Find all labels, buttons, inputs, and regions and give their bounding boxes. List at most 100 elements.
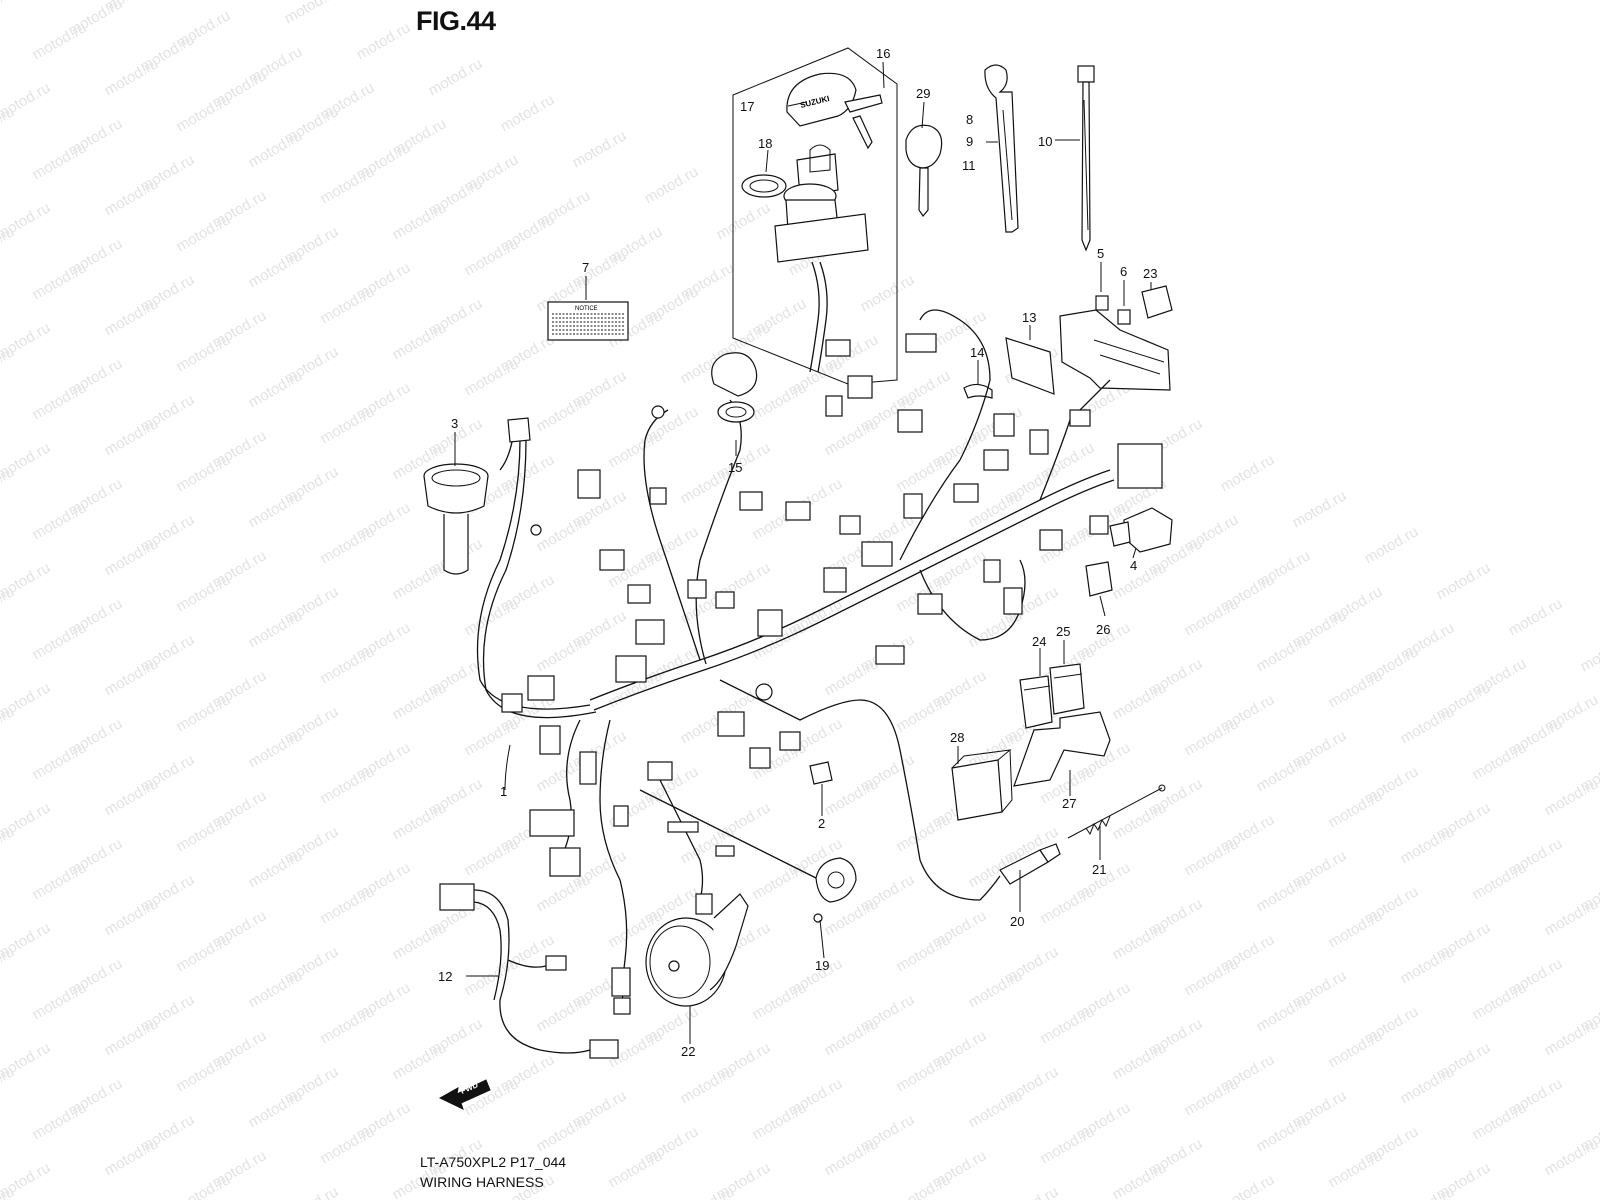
- watermark-text: motod.ru: [30, 1099, 90, 1143]
- part-2: [809, 761, 833, 785]
- callout-15: 15: [728, 460, 742, 475]
- callout-numbers: 1 2 3 4 5 6 7 8 9 10 11 12 13 14 15 16 1…: [438, 46, 1157, 1059]
- watermark-text: motod.ru: [174, 1171, 234, 1200]
- watermark-text: motod.ru: [1182, 715, 1242, 759]
- callout-18: 18: [758, 136, 772, 151]
- watermark-text: motod.ru: [102, 295, 162, 339]
- watermark-text: motod.ru: [1254, 1111, 1314, 1155]
- watermark-text: motod.ru: [786, 1195, 846, 1200]
- watermark-text: motod.ru: [1290, 487, 1350, 531]
- watermark-text: motod.ru: [894, 691, 954, 735]
- watermark-text: motod.ru: [1470, 979, 1530, 1023]
- watermark-text: motod.ru: [1110, 559, 1170, 603]
- spring-21: [1067, 784, 1166, 839]
- watermark-text: motod.ru: [1578, 631, 1600, 675]
- watermark-text: motod.ru: [318, 763, 378, 807]
- watermark-text: motod.ru: [102, 175, 162, 219]
- watermark-text: motod.ru: [714, 199, 774, 243]
- callout-12: 12: [438, 969, 452, 984]
- callout-27: 27: [1062, 796, 1076, 811]
- watermark-text: motod.ru: [1254, 631, 1314, 675]
- watermark-text: motod.ru: [1506, 1195, 1566, 1200]
- callout-24: 24: [1032, 634, 1046, 649]
- cap-4: [1109, 507, 1173, 553]
- callout-10: 10: [1038, 134, 1052, 149]
- callout-25: 25: [1056, 624, 1070, 639]
- switch-base: [774, 213, 869, 263]
- watermark-text: motod.ru: [1182, 835, 1242, 879]
- watermark-text: motod.ru: [1182, 1195, 1242, 1200]
- watermark-text: motod.ru: [318, 1123, 378, 1167]
- watermark-text: motod.ru: [318, 163, 378, 207]
- watermark-text: motod.ru: [1182, 955, 1242, 999]
- watermark-text: motod.ru: [1434, 559, 1494, 603]
- watermark-text: motod.ru: [822, 415, 882, 459]
- watermark-text: motod.ru: [390, 559, 450, 603]
- watermark-text: motod.ru: [822, 655, 882, 699]
- watermark-text: motod.ru: [318, 1003, 378, 1047]
- watermark-text: motod.ru: [30, 19, 90, 63]
- watermark-text: motod.ru: [1398, 943, 1458, 987]
- watermark-text: motod.ru: [174, 811, 234, 855]
- watermark-text: motod.ru: [750, 379, 810, 423]
- watermark-text: motod.ru: [1542, 1135, 1600, 1179]
- ignition-switch-kit: SUZUKI: [732, 47, 898, 385]
- watermark-text: motod.ru: [534, 991, 594, 1035]
- watermark-text: motod.ru: [606, 1147, 666, 1191]
- watermark-text: motod.ru: [534, 631, 594, 675]
- callout-4: 4: [1130, 558, 1137, 573]
- section-name: WIRING HARNESS: [420, 1174, 544, 1190]
- watermark-text: motod.ru: [1254, 991, 1314, 1035]
- watermark-text: motod.ru: [822, 1135, 882, 1179]
- watermark-text: motod.ru: [1470, 739, 1530, 783]
- watermark-text: motod.ru: [1254, 751, 1314, 795]
- watermark-text: motod.ru: [102, 55, 162, 99]
- watermark-text: motod.ru: [1254, 871, 1314, 915]
- watermark-text: motod.ru: [894, 811, 954, 855]
- watermark-text: motod.ru: [30, 979, 90, 1023]
- watermark-text: motod.ru: [318, 643, 378, 687]
- harness-connectors: [501, 333, 1163, 1015]
- watermark-text: motod.ru: [1326, 907, 1386, 951]
- watermark-text: motod.ru: [318, 403, 378, 447]
- watermark-text: motod.ru: [1542, 895, 1600, 939]
- model-code: LT-A750XPL2 P17_044: [420, 1154, 567, 1170]
- watermark-text: motod.ru: [1182, 595, 1242, 639]
- watermark-text: motod.ru: [318, 883, 378, 927]
- callout-1: 1: [500, 784, 507, 799]
- part-26: [1085, 561, 1113, 597]
- relay-23: [1141, 285, 1173, 319]
- blank-key: [905, 124, 943, 218]
- watermark-text: motod.ru: [570, 127, 630, 171]
- clamp-14: [963, 383, 993, 399]
- kit-outline: [732, 47, 898, 385]
- watermark-text: motod.ru: [390, 1039, 450, 1083]
- watermark-text: motod.ru: [102, 1015, 162, 1059]
- watermark-text: motod.ru: [822, 1015, 882, 1059]
- callout-19: 19: [815, 958, 829, 973]
- watermark-text: motod.ru: [102, 655, 162, 699]
- watermark-text: motod.ru: [246, 1087, 306, 1131]
- watermark-text: motod.ru: [30, 859, 90, 903]
- watermark-text: motod.ru: [1398, 1183, 1458, 1200]
- watermark-text: motod.ru: [174, 451, 234, 495]
- callout-7: 7: [582, 260, 589, 275]
- watermark-text: motod.ru: [30, 139, 90, 183]
- watermark-text: motod.ru: [534, 511, 594, 555]
- watermark-text: motod.ru: [1218, 451, 1278, 495]
- watermark-text: motod.ru: [246, 847, 306, 891]
- connector: [577, 469, 601, 499]
- watermark-text: motod.ru: [66, 1195, 126, 1200]
- watermark-text: motod.ru: [246, 367, 306, 411]
- watermark-text: motod.ru: [462, 715, 522, 759]
- watermark-text: motod.ru: [1038, 1123, 1098, 1167]
- watermark-text: motod.ru: [1110, 919, 1170, 963]
- callout-5: 5: [1097, 246, 1104, 261]
- callout-22: 22: [681, 1044, 695, 1059]
- watermark-text: motod.ru: [534, 871, 594, 915]
- watermark-text: motod.ru: [318, 523, 378, 567]
- fuse-6: [1117, 309, 1131, 325]
- cable-tie: [1077, 65, 1095, 252]
- watermark-text: motod.ru: [1470, 1099, 1530, 1143]
